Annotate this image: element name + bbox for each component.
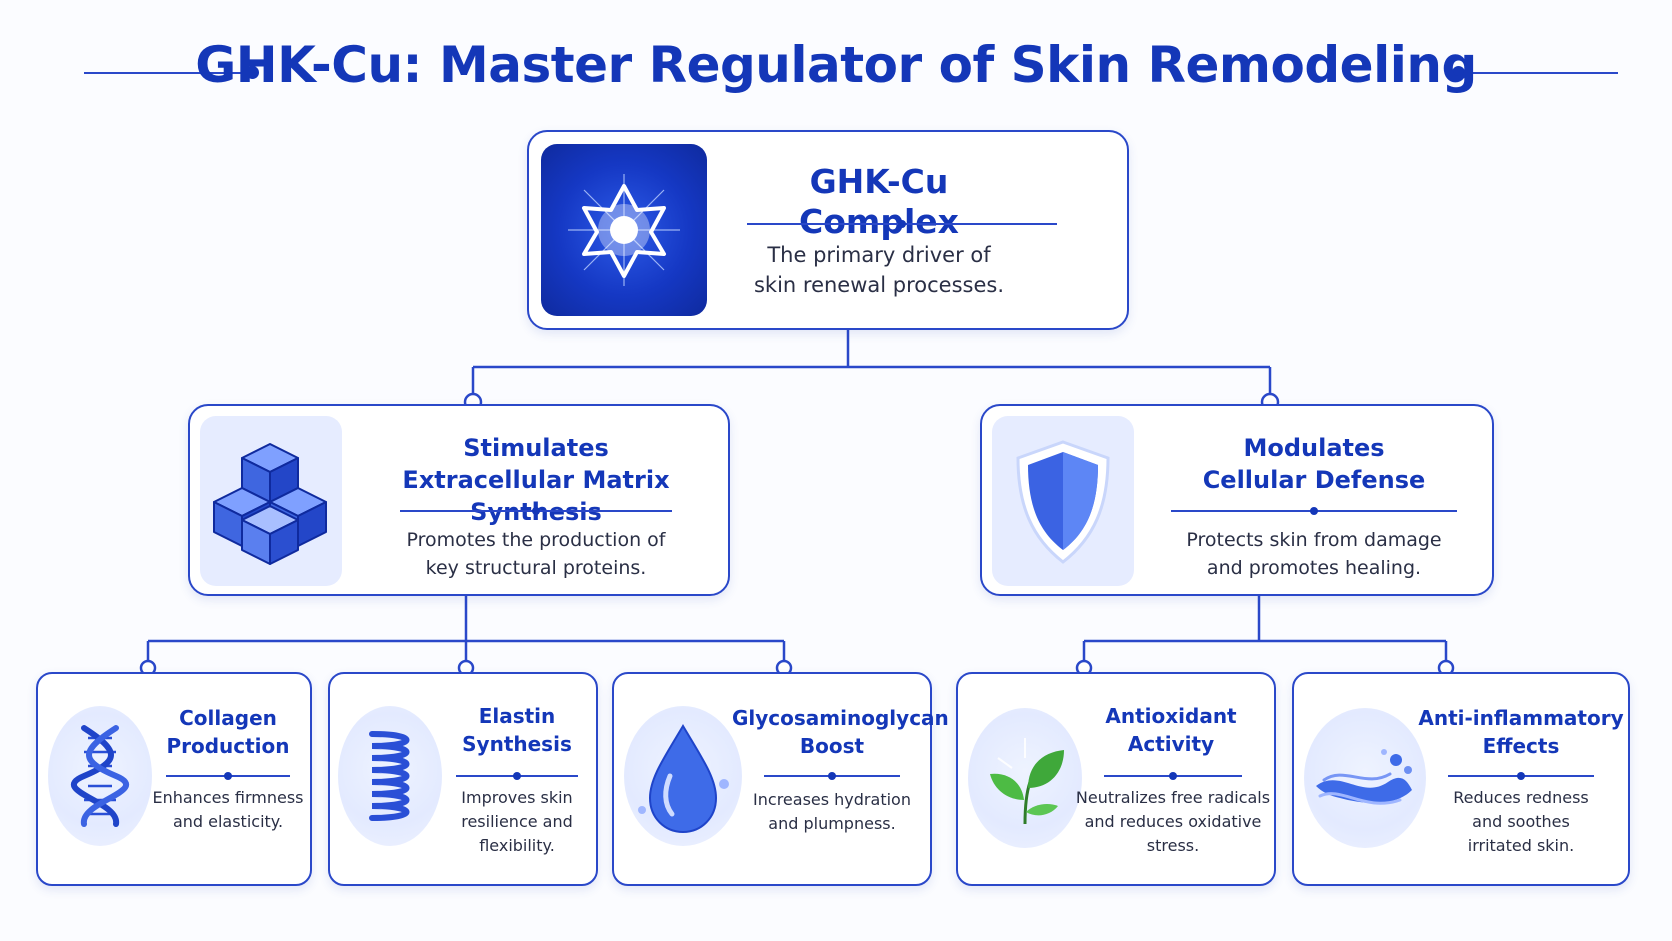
leaf-card-collagen: Collagen Production Enhances firmness an… xyxy=(36,672,312,886)
leaf-desc-line2: and reduces oxidative xyxy=(1084,812,1262,831)
title-dot-left xyxy=(246,66,259,79)
branch-divider xyxy=(1171,507,1457,515)
leaf-desc-line2: and elasticity. xyxy=(172,812,284,831)
leaf-title-line2: Activity xyxy=(1127,732,1215,756)
leaf-divider xyxy=(166,772,290,780)
leaf-title-line1: Collagen xyxy=(179,706,277,730)
branch-title-line2: Cellular Defense xyxy=(1202,466,1426,494)
leaf-icon xyxy=(968,708,1082,848)
leaf-card-anti-inflammatory: Anti-inflammatory Effects Reduces rednes… xyxy=(1292,672,1630,886)
branch-desc-line1: Protects skin from damage xyxy=(1186,529,1442,551)
branch-card-matrix: Stimulates Extracellular Matrix Synthesi… xyxy=(188,404,730,596)
leaf-title-line1: Antioxidant xyxy=(1105,704,1237,728)
shield-icon xyxy=(992,416,1134,586)
title-line-left xyxy=(84,72,252,74)
leaf-title-line1: Elastin xyxy=(478,704,556,728)
branch-divider xyxy=(400,507,672,515)
leaf-desc-line2: and soothes xyxy=(1472,812,1570,831)
branch-title-line1: Stimulates xyxy=(463,434,609,462)
branch-desc-line2: key structural proteins. xyxy=(425,557,647,579)
root-divider xyxy=(747,220,1057,228)
leaf-desc-line1: Reduces redness xyxy=(1453,788,1589,807)
leaf-desc-line2: resilience and xyxy=(461,812,573,831)
root-card: GHK-Cu Complex The primary driver of ski… xyxy=(527,130,1129,330)
water-drop-icon xyxy=(624,706,742,846)
root-desc-line1: The primary driver of xyxy=(767,243,991,267)
cubes-icon xyxy=(200,416,342,586)
leaf-divider xyxy=(1104,772,1242,780)
branch-card-defense: Modulates Cellular Defense Protects skin… xyxy=(980,404,1494,596)
leaf-desc-line1: Increases hydration xyxy=(753,790,911,809)
leaf-desc-line3: stress. xyxy=(1146,836,1200,855)
wave-icon xyxy=(1304,708,1426,848)
leaf-title-line2: Effects xyxy=(1482,734,1560,758)
copper-star-icon xyxy=(541,144,707,316)
leaf-divider xyxy=(1448,772,1594,780)
title-dot-right xyxy=(1452,66,1465,79)
spring-icon xyxy=(338,706,442,846)
branch-desc-line1: Promotes the production of xyxy=(406,529,666,551)
leaf-desc-line3: flexibility. xyxy=(479,836,555,855)
leaf-desc-line3: irritated skin. xyxy=(1467,836,1575,855)
leaf-desc-line1: Enhances firmness xyxy=(152,788,304,807)
branch-title-line2: Extracellular Matrix Synthesis xyxy=(402,466,670,526)
leaf-desc-line1: Improves skin xyxy=(461,788,573,807)
leaf-card-glycosaminoglycan: Glycosaminoglycan Boost Increases hydrat… xyxy=(612,672,949,886)
branch-title-line1: Modulates xyxy=(1243,434,1385,462)
diagram-title: GHK-Cu: Master Regulator of Skin Remodel… xyxy=(195,36,1477,94)
leaf-divider xyxy=(764,772,900,780)
leaf-desc-line1: Neutralizes free radicals xyxy=(1075,788,1271,807)
branch-desc-line2: and promotes healing. xyxy=(1206,557,1422,579)
leaf-title-line2: Production xyxy=(166,734,290,758)
root-title: GHK-Cu Complex xyxy=(799,162,959,241)
leaf-card-antioxidant: Antioxidant Activity Neutralizes free ra… xyxy=(956,672,1276,886)
leaf-desc-line2: and plumpness. xyxy=(768,814,896,833)
leaf-title-line2: Boost xyxy=(799,734,865,758)
leaf-divider xyxy=(456,772,578,780)
title-line-right xyxy=(1466,72,1618,74)
leaf-title-line2: Synthesis xyxy=(462,732,572,756)
dna-icon xyxy=(48,706,152,846)
root-desc-line2: skin renewal processes. xyxy=(753,273,1005,297)
leaf-title-line1: Glycosaminoglycan xyxy=(732,706,949,730)
leaf-title-line1: Anti-inflammatory xyxy=(1418,706,1624,730)
leaf-card-elastin: Elastin Synthesis Improves skin resilien… xyxy=(328,672,598,886)
